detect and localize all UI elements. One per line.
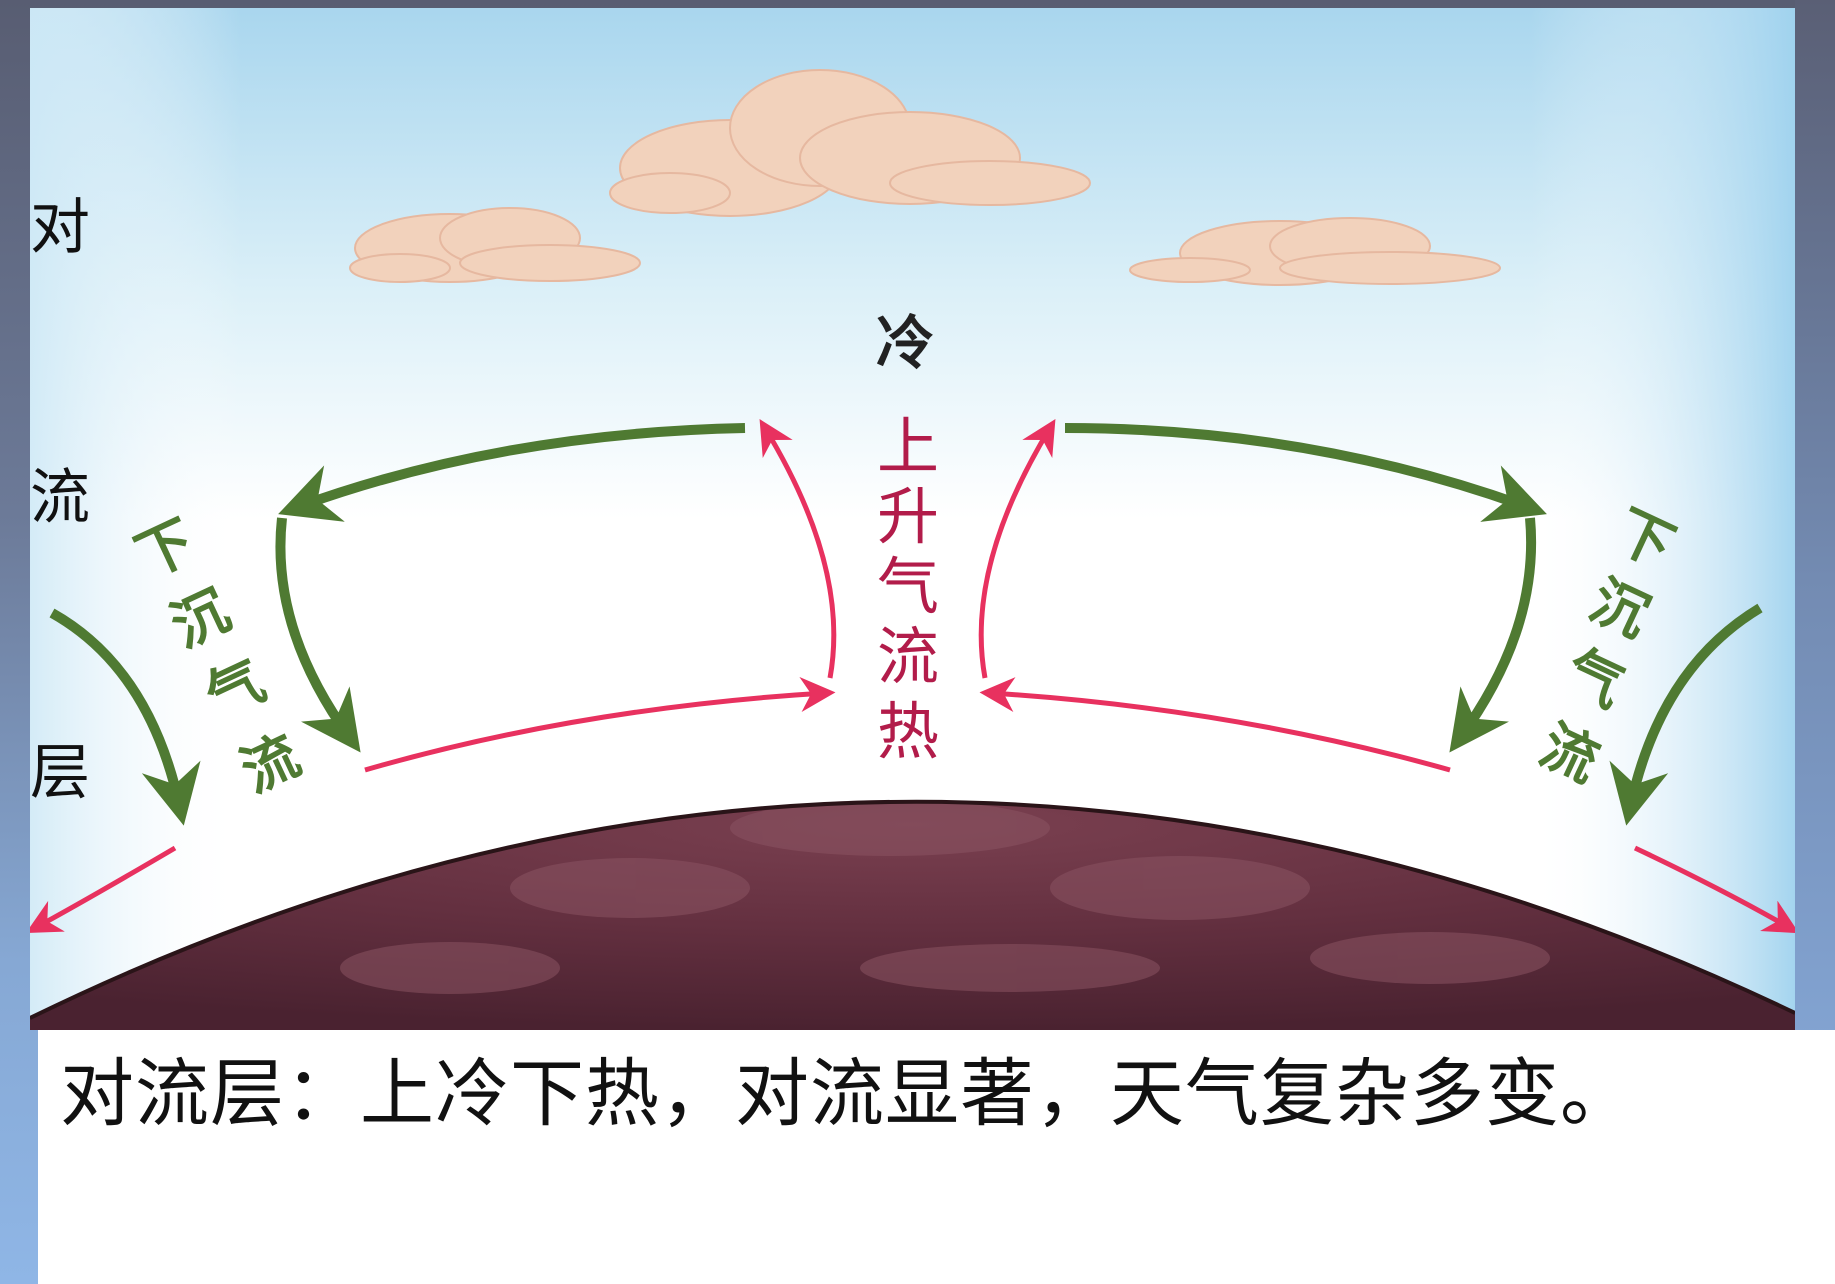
troposphere-label-char-3: 层: [30, 738, 90, 808]
left-outer-downdraft-arrow: [49, 608, 201, 826]
cloud-right: [1129, 217, 1501, 286]
top-right-return-arrow: [1064, 423, 1547, 522]
hot-label: 热: [877, 695, 939, 768]
cold-label: 冷: [876, 309, 934, 377]
right-updraft-arrow: [978, 419, 1056, 679]
cloud-center: [609, 69, 1091, 217]
right-surface-inflow-arrow: [979, 677, 1451, 773]
left-edge-outflow-arrow: [30, 845, 177, 934]
right-outer-downdraft-arrow: [1609, 603, 1763, 826]
right-inner-downdraft-arrow: [1449, 517, 1537, 753]
updraft-label: 上 升 气 流: [877, 410, 939, 693]
right-edge-outflow-arrow: [1633, 845, 1795, 934]
caption-text: 对流层：上冷下热，对流显著，天气复杂多变。: [60, 1051, 1635, 1137]
troposphere-convection-diagram: 对 流 层 冷 上 升 气 流 热 下 沉 气 流 下 沉 气 流: [30, 8, 1795, 1030]
caption-panel: 对流层：上冷下热，对流显著，天气复杂多变。: [38, 1030, 1835, 1284]
troposphere-label: 对 流 层: [30, 193, 90, 808]
earth-texture: [340, 800, 1550, 994]
left-surface-inflow-arrow: [364, 677, 836, 773]
left-inner-downdraft-arrow: [275, 517, 361, 753]
updraft-label-char-2: 升: [877, 480, 939, 553]
top-left-return-arrow: [278, 423, 746, 522]
earth-outline: [30, 799, 1795, 1020]
updraft-label-char-3: 气: [877, 550, 939, 623]
updraft-label-char-4: 流: [877, 620, 939, 693]
left-updraft-arrow: [759, 419, 837, 679]
updraft-label-char-1: 上: [877, 410, 939, 483]
troposphere-label-char-1: 对: [30, 193, 90, 263]
troposphere-label-char-2: 流: [30, 463, 90, 533]
cloud-left: [349, 207, 641, 283]
